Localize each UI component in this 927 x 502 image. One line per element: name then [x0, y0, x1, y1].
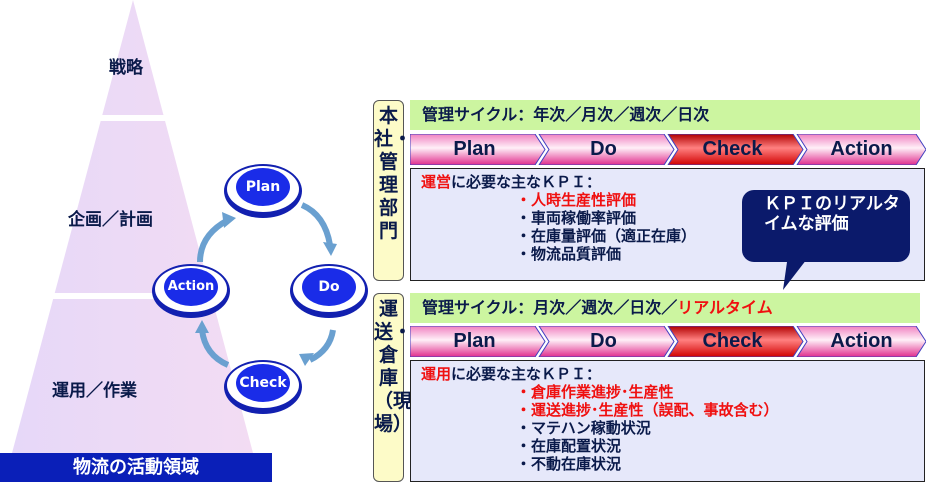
section-label-hq: 本社・管理部門: [373, 100, 412, 281]
kpi-item: ・不動在庫状況: [516, 455, 622, 473]
kpi-box-field: 運用に必要な主なＫＰＩ： ・倉庫作業進捗･生産性 ・運送進捗･生産性（誤配、事故…: [410, 360, 925, 482]
level-planning: 企画／計画: [68, 210, 153, 230]
cycle-check: Check: [224, 360, 302, 414]
cycle-action: Action: [152, 264, 230, 318]
step-plan: Plan: [453, 138, 496, 160]
arrow-icon: [300, 202, 333, 246]
kpi-item: ・マテハン稼動状況: [516, 419, 651, 437]
step-check: Check: [702, 138, 763, 160]
step-do: Do: [590, 138, 617, 160]
cycle-frequency-field: 管理サイクル：月次／週次／日次／リアルタイム: [410, 293, 920, 323]
cycle-frequency-hq: 管理サイクル：年次／月次／週次／日次: [410, 100, 920, 130]
callout-bubble: ＫＰＩのリアルタイムな評価: [742, 190, 910, 262]
level-strategy: 戦略: [109, 58, 143, 78]
kpi-item: ・車両稼働率評価: [516, 209, 637, 227]
pyramid: [12, 0, 337, 453]
pdca-steps-hq: Plan Do Check Action: [410, 134, 926, 165]
kpi-item: ・在庫量評価（適正在庫）: [516, 227, 697, 245]
section-label-field: 運送・倉庫（現場）: [373, 293, 412, 482]
arrow-icon: [308, 329, 336, 363]
kpi-item: ・在庫配置状況: [516, 437, 622, 455]
kpi-item: ・運送進捗･生産性（誤配、事故含む）: [516, 401, 779, 419]
step-plan: Plan: [453, 330, 496, 352]
step-action: Action: [830, 330, 893, 352]
step-check: Check: [702, 330, 763, 352]
step-action: Action: [830, 138, 893, 160]
callout-tail: [783, 255, 810, 290]
arrow-icon: [199, 329, 230, 368]
cycle-do: Do: [290, 264, 368, 318]
step-do: Do: [590, 330, 617, 352]
cycle-plan: Plan: [224, 164, 302, 218]
kpi-item: ・物流品質評価: [516, 245, 622, 263]
pdca-steps-field: Plan Do Check Action: [410, 326, 926, 357]
kpi-item: ・倉庫作業進捗･生産性: [516, 383, 674, 401]
base-label: 物流の活動領域: [0, 453, 272, 482]
kpi-item: ・人時生産性評価: [516, 191, 637, 209]
level-operations: 運用／作業: [52, 381, 137, 401]
